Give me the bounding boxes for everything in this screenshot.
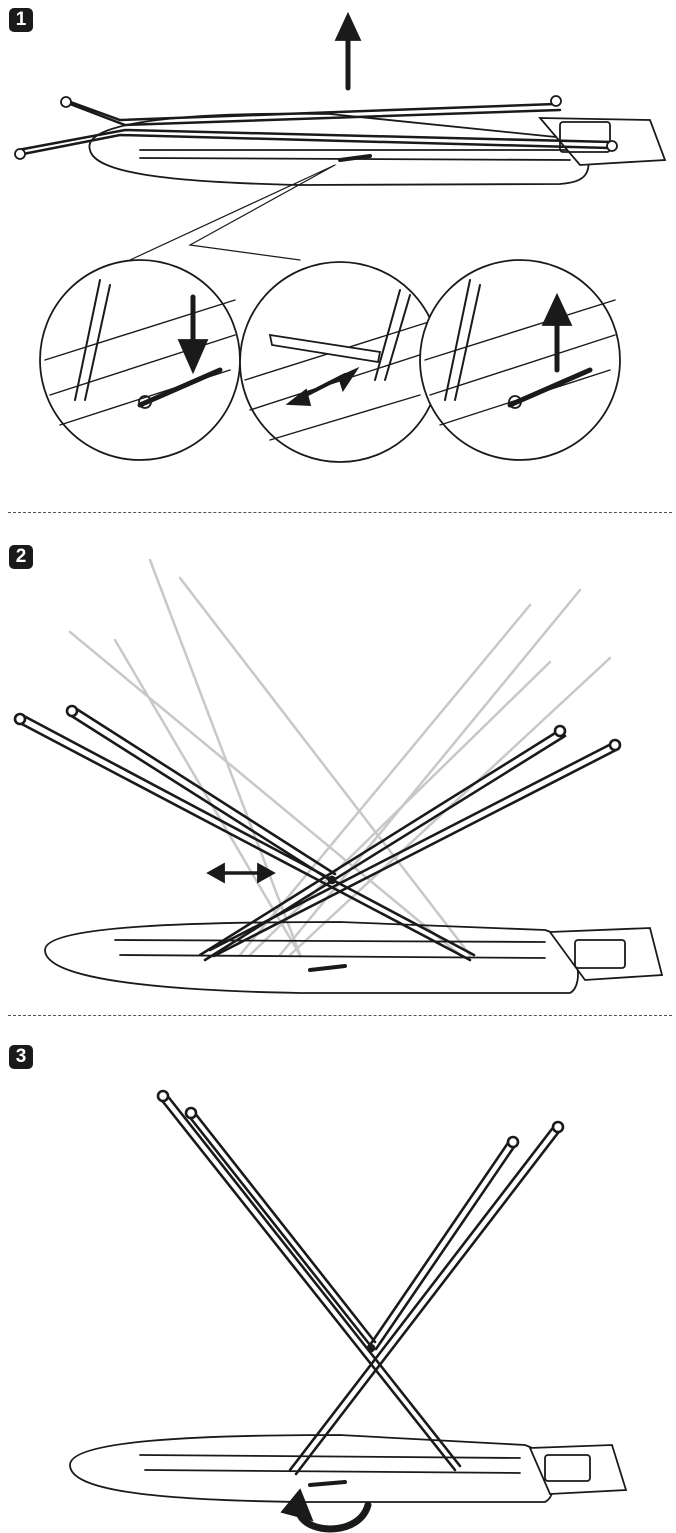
step-2-board (44, 921, 664, 994)
arrow-up-icon (334, 11, 362, 91)
step-3-legs (156, 1089, 565, 1476)
arrow-up-icon (541, 292, 573, 373)
detail-circle-3 (419, 259, 621, 461)
rotate-arrow-icon (280, 1488, 372, 1533)
step-3-badge: 3 (9, 1045, 33, 1069)
step-divider (8, 1015, 672, 1016)
step-1-badge: 1 (9, 8, 33, 32)
step-3-board (69, 1434, 628, 1503)
arrow-down-icon (177, 294, 209, 375)
double-arrow-icon (206, 862, 276, 884)
step-2-badge: 2 (9, 545, 33, 569)
detail-circle-2 (239, 261, 441, 463)
detail-callout-lines (129, 164, 336, 261)
step-1-folded-board (14, 95, 667, 186)
double-arrow-icon (285, 366, 360, 406)
step-2-faded-legs (68, 558, 612, 957)
step-2-legs (13, 704, 622, 962)
detail-circle-1 (39, 259, 241, 461)
step-divider (8, 512, 672, 513)
